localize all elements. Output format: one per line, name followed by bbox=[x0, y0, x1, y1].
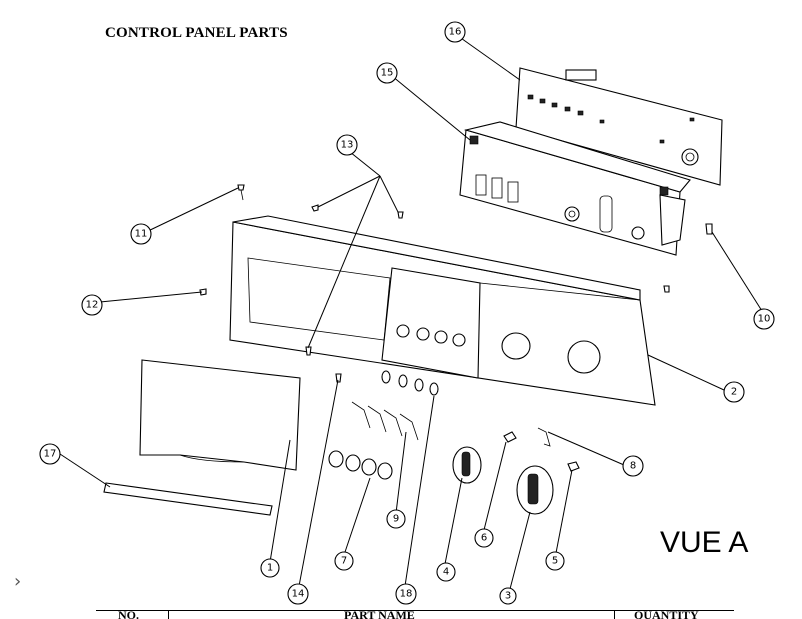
push-levers bbox=[351, 401, 419, 441]
springs bbox=[381, 370, 439, 396]
svg-text:9: 9 bbox=[393, 514, 399, 525]
part-control-panel bbox=[229, 215, 656, 406]
svg-text:10: 10 bbox=[758, 314, 771, 325]
svg-text:7: 7 bbox=[341, 556, 347, 567]
callout-13: 13 bbox=[336, 134, 358, 156]
part-door-flap bbox=[139, 359, 301, 471]
callout-2: 2 bbox=[723, 381, 745, 403]
callout-8: 8 bbox=[622, 455, 644, 477]
callout-9: 9 bbox=[386, 509, 406, 529]
svg-text:2: 2 bbox=[731, 387, 737, 398]
svg-text:12: 12 bbox=[86, 300, 99, 311]
svg-text:15: 15 bbox=[381, 68, 394, 79]
part-pcb-board bbox=[515, 67, 723, 186]
page-title: CONTROL PANEL PARTS bbox=[105, 25, 288, 41]
callout-12: 12 bbox=[81, 294, 103, 316]
svg-text:4: 4 bbox=[443, 567, 449, 578]
callout-1: 1 bbox=[260, 558, 280, 578]
leader-lines bbox=[59, 35, 763, 590]
knob-small bbox=[452, 446, 482, 484]
push-buttons bbox=[328, 450, 393, 480]
view-label: VUE A bbox=[660, 526, 749, 559]
svg-text:18: 18 bbox=[400, 589, 413, 600]
callout-14: 14 bbox=[287, 583, 309, 605]
callout-11: 11 bbox=[130, 223, 152, 245]
callout-6: 6 bbox=[474, 528, 494, 548]
clips bbox=[503, 427, 580, 472]
svg-text:8: 8 bbox=[630, 461, 636, 472]
part-rail bbox=[103, 482, 273, 516]
svg-text:14: 14 bbox=[292, 589, 305, 600]
svg-text:17: 17 bbox=[44, 449, 57, 460]
callout-5: 5 bbox=[545, 551, 565, 571]
callout-17: 17 bbox=[39, 443, 61, 465]
svg-text:5: 5 bbox=[552, 556, 558, 567]
table-header-part-name: PART NAME bbox=[344, 611, 415, 619]
table-header-quantity: QUANTITY bbox=[634, 611, 699, 619]
callout-10: 10 bbox=[753, 308, 775, 330]
svg-text:11: 11 bbox=[135, 229, 148, 240]
svg-text:13: 13 bbox=[341, 140, 354, 151]
callout-7: 7 bbox=[334, 551, 354, 571]
svg-text:16: 16 bbox=[449, 27, 462, 38]
chevron-right-icon[interactable]: › bbox=[14, 571, 22, 592]
callout-16: 16 bbox=[444, 21, 466, 43]
callout-18: 18 bbox=[395, 583, 417, 605]
svg-text:6: 6 bbox=[481, 533, 487, 544]
parts-table-header: NO. PART NAME QUANTITY bbox=[96, 610, 734, 619]
svg-text:1: 1 bbox=[267, 563, 273, 574]
callout-4: 4 bbox=[436, 562, 456, 582]
part-housing-frame bbox=[459, 121, 691, 256]
callout-15: 15 bbox=[376, 62, 398, 84]
table-header-no: NO. bbox=[118, 611, 139, 619]
callout-3: 3 bbox=[499, 587, 517, 605]
knob-large bbox=[516, 465, 554, 515]
screws bbox=[199, 184, 713, 383]
svg-text:3: 3 bbox=[505, 591, 511, 602]
